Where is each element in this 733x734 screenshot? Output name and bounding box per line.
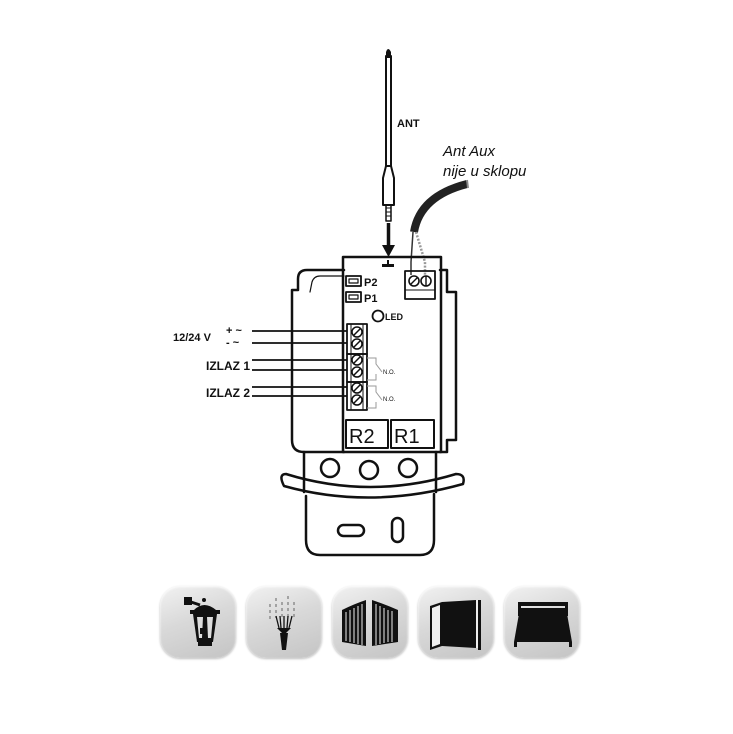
garage-door-icon-button [504, 586, 580, 658]
antenna [382, 49, 395, 257]
garage-door-icon [514, 602, 572, 647]
swing-gate-icon-button [332, 586, 408, 658]
aux-antenna-cable [410, 179, 469, 275]
door-icon-button [418, 586, 494, 658]
wires [252, 330, 347, 397]
garden-sprinkler-light-icon-button [246, 586, 322, 658]
power-minus-symbol: - ~ [226, 337, 240, 349]
swing-gate-icon [342, 600, 398, 646]
jumper-p2-label: P2 [364, 277, 377, 289]
output2-label: IZLAZ 2 [206, 386, 250, 400]
output1-label: IZLAZ 1 [206, 359, 250, 373]
lantern-light-icon-button [160, 586, 236, 658]
output1-contact-label: N.O. [383, 370, 396, 376]
application-icons [160, 586, 580, 658]
antenna-label: ANT [397, 118, 420, 130]
circuit-board [341, 255, 443, 454]
led-label: LED [385, 312, 404, 322]
aux-antenna-label-line2: nije u sklopu [443, 163, 527, 180]
lantern-light-icon [184, 597, 220, 646]
output2-contact-label: N.O. [383, 397, 396, 403]
door-icon [430, 600, 481, 650]
relay-r2-label: R2 [349, 426, 375, 448]
mounting-bracket [280, 450, 465, 557]
jumper-p1-label: P1 [364, 293, 377, 305]
relay-r1-label: R1 [394, 426, 420, 448]
power-label: 12/24 V [173, 332, 212, 344]
aux-antenna-label-line1: Ant Aux [442, 143, 495, 160]
garden-sprinkler-light-icon [269, 596, 295, 650]
power-plus-symbol: + ~ [226, 325, 242, 337]
receiver-housing [290, 268, 458, 454]
